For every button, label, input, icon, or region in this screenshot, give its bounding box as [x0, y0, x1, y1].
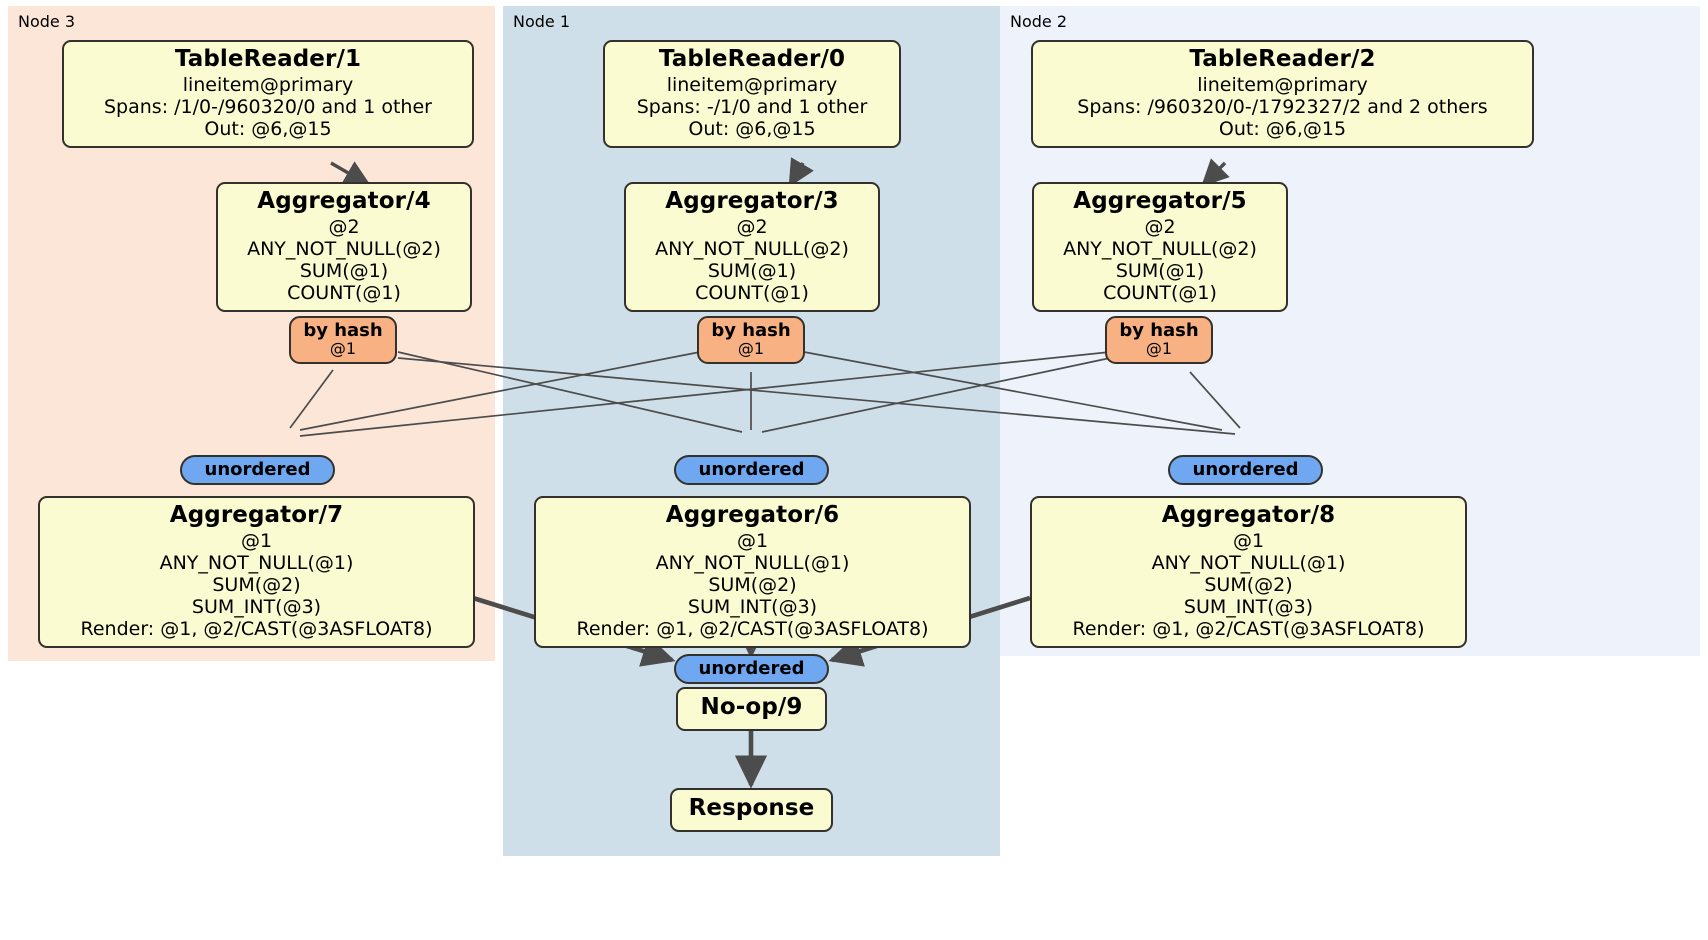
processor-detail-out: Out: @6,@15 — [688, 117, 816, 140]
processor-detail-agg1: ANY_NOT_NULL(@2) — [247, 237, 441, 260]
processor-detail-agg2: SUM(@2) — [708, 573, 797, 596]
processor-aggregator-6[interactable]: Aggregator/6 @1 ANY_NOT_NULL(@1) SUM(@2)… — [534, 496, 971, 648]
hash-router-aggregator-4[interactable]: by hash @1 — [289, 316, 397, 364]
processor-title: Aggregator/6 — [665, 502, 840, 528]
unordered-synchronizer-final[interactable]: unordered — [674, 654, 829, 685]
processor-detail-agg3: SUM_INT(@3) — [191, 595, 322, 618]
processor-detail-agg1: ANY_NOT_NULL(@2) — [1063, 237, 1257, 260]
processor-detail-agg2: SUM(@1) — [299, 259, 389, 282]
node-panel-label-node1: Node 1 — [513, 12, 571, 31]
processor-detail-agg1: ANY_NOT_NULL(@1) — [159, 551, 354, 574]
processor-detail-table: lineitem@primary — [666, 73, 838, 96]
unordered-synchronizer-label: unordered — [698, 658, 805, 679]
processor-detail-render: Render: @1, @2/CAST(@3ASFLOAT8) — [1072, 617, 1425, 640]
processor-detail-render: Render: @1, @2/CAST(@3ASFLOAT8) — [576, 617, 929, 640]
hash-router-column: @1 — [737, 339, 765, 359]
processor-detail-agg2: SUM(@1) — [707, 259, 797, 282]
processor-detail-agg3: SUM_INT(@3) — [687, 595, 818, 618]
hash-router-label: by hash — [711, 320, 791, 341]
processor-title: Aggregator/8 — [1161, 502, 1336, 528]
node-panel-label-node3: Node 3 — [18, 12, 76, 31]
processor-table-reader-2[interactable]: TableReader/2 lineitem@primary Spans: /9… — [1031, 40, 1534, 148]
processor-title: TableReader/0 — [658, 46, 846, 72]
processor-detail-out: Out: @6,@15 — [204, 117, 332, 140]
processor-detail-agg1: ANY_NOT_NULL(@1) — [1151, 551, 1346, 574]
processor-detail-agg2: SUM(@1) — [1115, 259, 1205, 282]
processor-aggregator-5[interactable]: Aggregator/5 @2 ANY_NOT_NULL(@2) SUM(@1)… — [1032, 182, 1288, 312]
hash-router-label: by hash — [1119, 320, 1199, 341]
hash-router-column: @1 — [1145, 339, 1173, 359]
unordered-synchronizer-label: unordered — [204, 459, 311, 480]
processor-title: Aggregator/3 — [665, 188, 839, 214]
processor-table-reader-0[interactable]: TableReader/0 lineitem@primary Spans: -/… — [603, 40, 901, 148]
processor-aggregator-8[interactable]: Aggregator/8 @1 ANY_NOT_NULL(@1) SUM(@2)… — [1030, 496, 1467, 648]
processor-detail-render: Render: @1, @2/CAST(@3ASFLOAT8) — [80, 617, 433, 640]
unordered-synchronizer-left[interactable]: unordered — [180, 455, 335, 486]
hash-router-aggregator-5[interactable]: by hash @1 — [1105, 316, 1213, 364]
processor-detail-groupcol: @1 — [736, 529, 769, 552]
processor-noop-9[interactable]: No-op/9 — [676, 687, 827, 731]
processor-title: Aggregator/4 — [257, 188, 431, 214]
processor-detail-groupcol: @2 — [736, 215, 768, 238]
processor-detail-agg2: SUM(@2) — [1204, 573, 1293, 596]
hash-router-column: @1 — [329, 339, 357, 359]
processor-table-reader-1[interactable]: TableReader/1 lineitem@primary Spans: /1… — [62, 40, 474, 148]
processor-detail-table: lineitem@primary — [182, 73, 354, 96]
processor-detail-agg3: COUNT(@1) — [1103, 281, 1217, 304]
node-panel-label-node2: Node 2 — [1010, 12, 1068, 31]
processor-detail-spans: Spans: /960320/0-/1792327/2 and 2 others — [1077, 95, 1488, 118]
processor-detail-groupcol: @1 — [1232, 529, 1265, 552]
processor-detail-agg2: SUM(@2) — [212, 573, 301, 596]
processor-title: No-op/9 — [700, 694, 803, 720]
unordered-synchronizer-label: unordered — [698, 459, 805, 480]
processor-detail-agg1: ANY_NOT_NULL(@1) — [655, 551, 850, 574]
processor-detail-spans: Spans: -/1/0 and 1 other — [636, 95, 868, 118]
hash-router-aggregator-3[interactable]: by hash @1 — [697, 316, 805, 364]
processor-aggregator-7[interactable]: Aggregator/7 @1 ANY_NOT_NULL(@1) SUM(@2)… — [38, 496, 475, 648]
processor-detail-spans: Spans: /1/0-/960320/0 and 1 other — [104, 95, 432, 118]
processor-detail-groupcol: @1 — [240, 529, 273, 552]
processor-detail-agg1: ANY_NOT_NULL(@2) — [655, 237, 849, 260]
processor-title: TableReader/2 — [1189, 46, 1376, 72]
processor-detail-agg3: COUNT(@1) — [695, 281, 809, 304]
processor-title: TableReader/1 — [174, 46, 362, 72]
unordered-synchronizer-label: unordered — [1192, 459, 1299, 480]
processor-detail-table: lineitem@primary — [1197, 73, 1368, 96]
hash-router-label: by hash — [303, 320, 383, 341]
processor-detail-agg3: SUM_INT(@3) — [1183, 595, 1314, 618]
processor-title: Aggregator/7 — [169, 502, 344, 528]
processor-aggregator-4[interactable]: Aggregator/4 @2 ANY_NOT_NULL(@2) SUM(@1)… — [216, 182, 472, 312]
processor-response[interactable]: Response — [670, 788, 833, 832]
unordered-synchronizer-right[interactable]: unordered — [1168, 455, 1323, 486]
processor-detail-agg3: COUNT(@1) — [287, 281, 401, 304]
unordered-synchronizer-center[interactable]: unordered — [674, 455, 829, 486]
processor-title: Aggregator/5 — [1073, 188, 1247, 214]
processor-aggregator-3[interactable]: Aggregator/3 @2 ANY_NOT_NULL(@2) SUM(@1)… — [624, 182, 880, 312]
processor-detail-groupcol: @2 — [328, 215, 360, 238]
processor-detail-groupcol: @2 — [1144, 215, 1176, 238]
processor-detail-out: Out: @6,@15 — [1218, 117, 1347, 140]
processor-title: Response — [688, 795, 815, 821]
